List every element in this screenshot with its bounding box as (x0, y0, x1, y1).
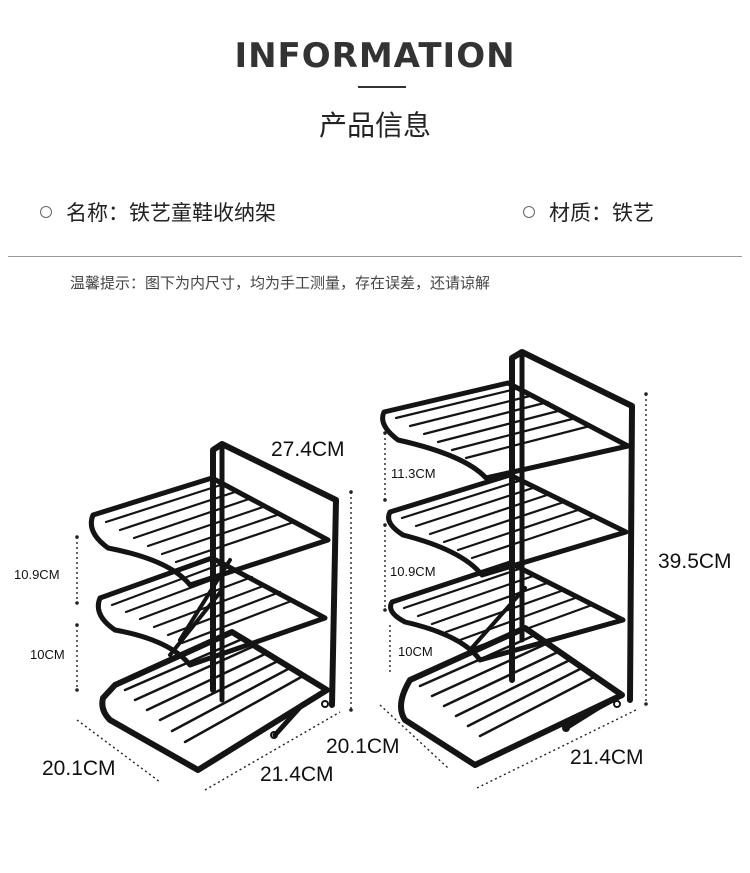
spec-name: 名称：铁艺童鞋收纳架 (40, 197, 276, 227)
small-rack-height-label: 27.4CM (271, 438, 345, 461)
large-rack-gap-top-label: 11.3CM (391, 466, 436, 481)
small-rack-image (88, 441, 339, 773)
circle-bullet-icon (523, 206, 535, 218)
large-rack-gap-bottom-label: 10CM (398, 644, 433, 659)
large-rack-gap-middle-label: 10.9CM (390, 564, 436, 579)
spec-material: 材质：铁艺 (523, 197, 654, 227)
small-rack-gap-bottom-label: 10CM (30, 647, 65, 662)
small-rack-width-label: 21.4CM (260, 763, 334, 786)
small-rack-depth-label: 20.1CM (42, 757, 116, 780)
small-rack-gap-top-label: 10.9CM (14, 567, 60, 582)
page-subtitle: 产品信息 (318, 109, 431, 142)
large-rack-height-label: 39.5CM (658, 550, 732, 573)
section-divider (8, 256, 742, 257)
spec-name-text: 名称：铁艺童鞋收纳架 (66, 201, 276, 225)
spec-material-text: 材质：铁艺 (549, 201, 654, 225)
title-underline (358, 86, 406, 88)
measurement-note: 温馨提示：图下为内尺寸，均为手工测量，存在误差，还请谅解 (70, 274, 491, 292)
page-title: INFORMATION (234, 36, 516, 76)
large-rack-depth-label: 20.1CM (326, 735, 400, 758)
circle-bullet-icon (40, 206, 52, 218)
large-rack-image (380, 349, 635, 768)
large-rack-width-label: 21.4CM (570, 746, 644, 769)
